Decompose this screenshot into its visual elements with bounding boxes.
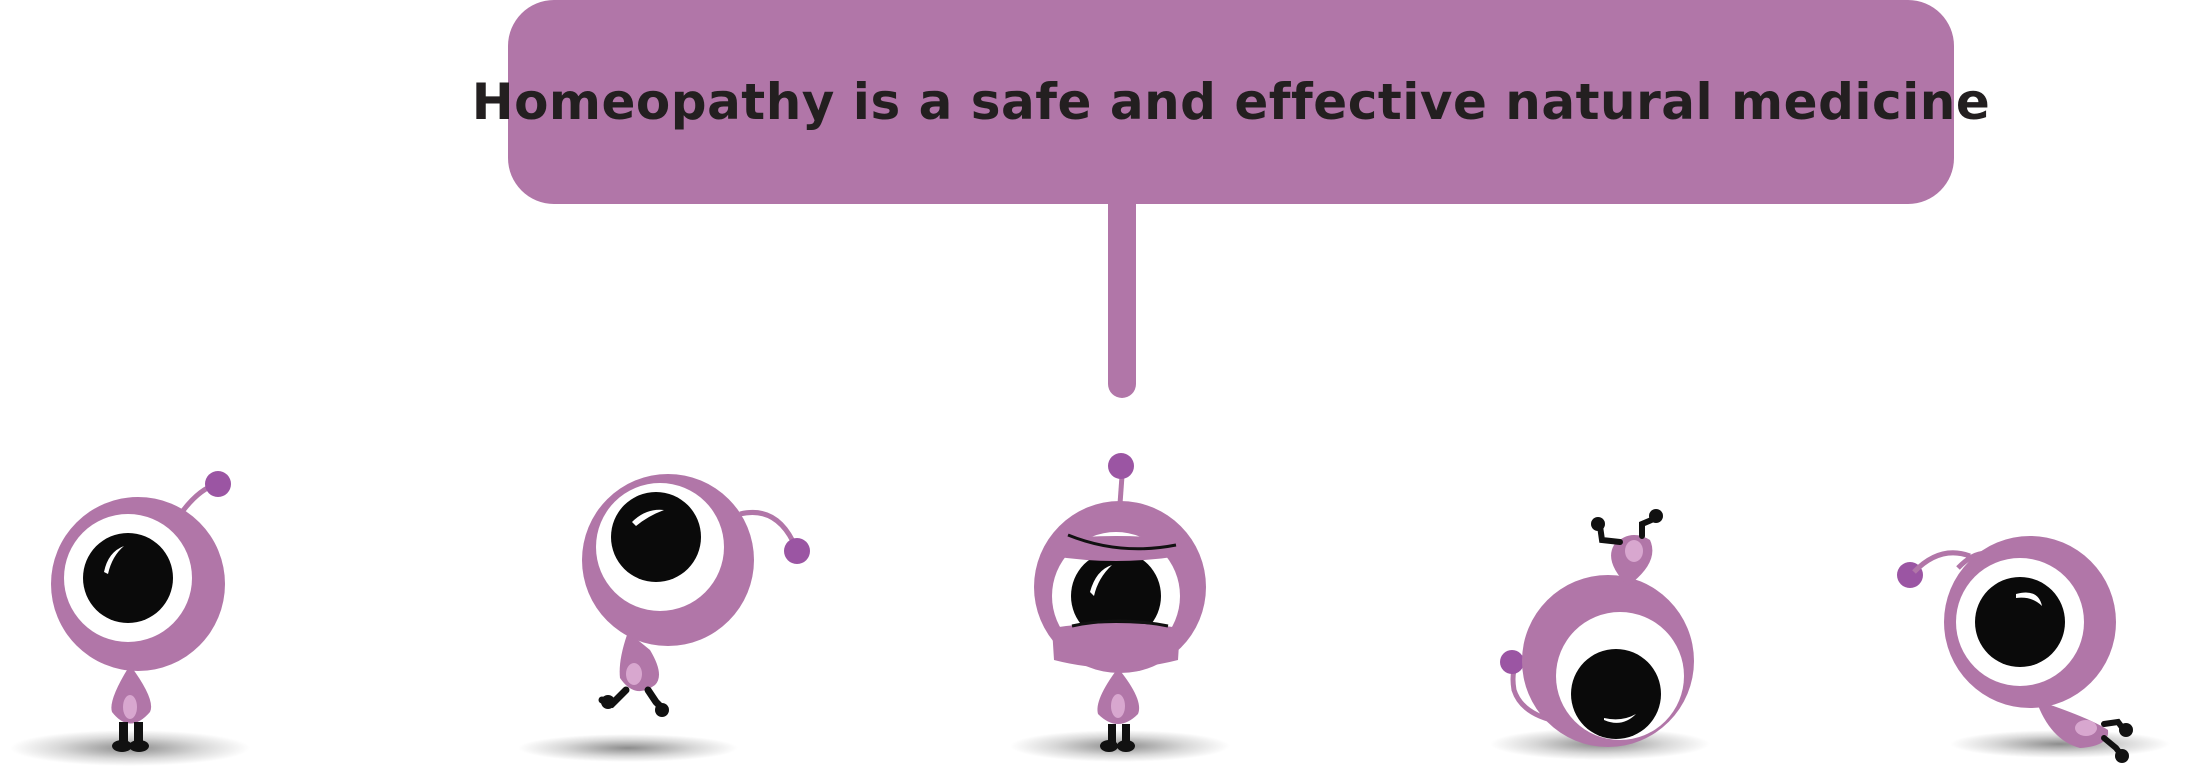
pupil [1571,649,1661,739]
foot [601,695,615,709]
foot [1591,517,1605,531]
speech-bubble-tail [1108,200,1136,398]
foot [1117,740,1135,752]
leg [1597,523,1623,545]
antenna [1912,550,1971,574]
antenna-ball [784,538,810,564]
foot [129,740,149,752]
foot [655,703,669,717]
lower-eyelid [1052,623,1180,668]
foot [2119,723,2133,737]
antenna-ball [1500,650,1524,674]
body [2036,700,2109,748]
character-jumping [518,474,810,762]
antenna [1117,475,1125,505]
antenna-ball [1108,453,1134,479]
leg [1122,724,1130,744]
leg [119,722,128,744]
eyelid-line [1067,533,1177,551]
speech-bubble-text: Homeopathy is a safe and effective natur… [471,73,1991,131]
lower-lid-line [1071,619,1169,628]
eye-glint [1090,565,1112,596]
character-tumbling [1490,509,1710,760]
body-highlight [2075,720,2097,736]
foot [1649,509,1663,523]
ground-shadow [518,734,738,762]
body-highlight [123,695,137,719]
foot [1100,740,1118,752]
eye-glint [104,546,124,574]
foot [112,740,132,752]
foot [2115,749,2129,763]
eye-glint [2016,592,2042,606]
character-standing [10,471,250,766]
pupil [1975,577,2065,667]
eye-glint [1604,714,1636,723]
character-sleepy [1010,453,1230,762]
body-highlight [1625,540,1643,562]
leg [1108,724,1116,744]
character-lying [1897,536,2170,763]
body-highlight [626,663,642,685]
pupil [611,492,701,582]
pupil [1071,551,1161,641]
eye-glint [632,509,664,526]
leg [134,722,143,744]
antenna-ball [205,471,231,497]
body-highlight [1111,694,1125,718]
body [111,665,152,724]
speech-bubble: Homeopathy is a safe and effective natur… [472,0,1990,204]
pupil [83,533,173,623]
